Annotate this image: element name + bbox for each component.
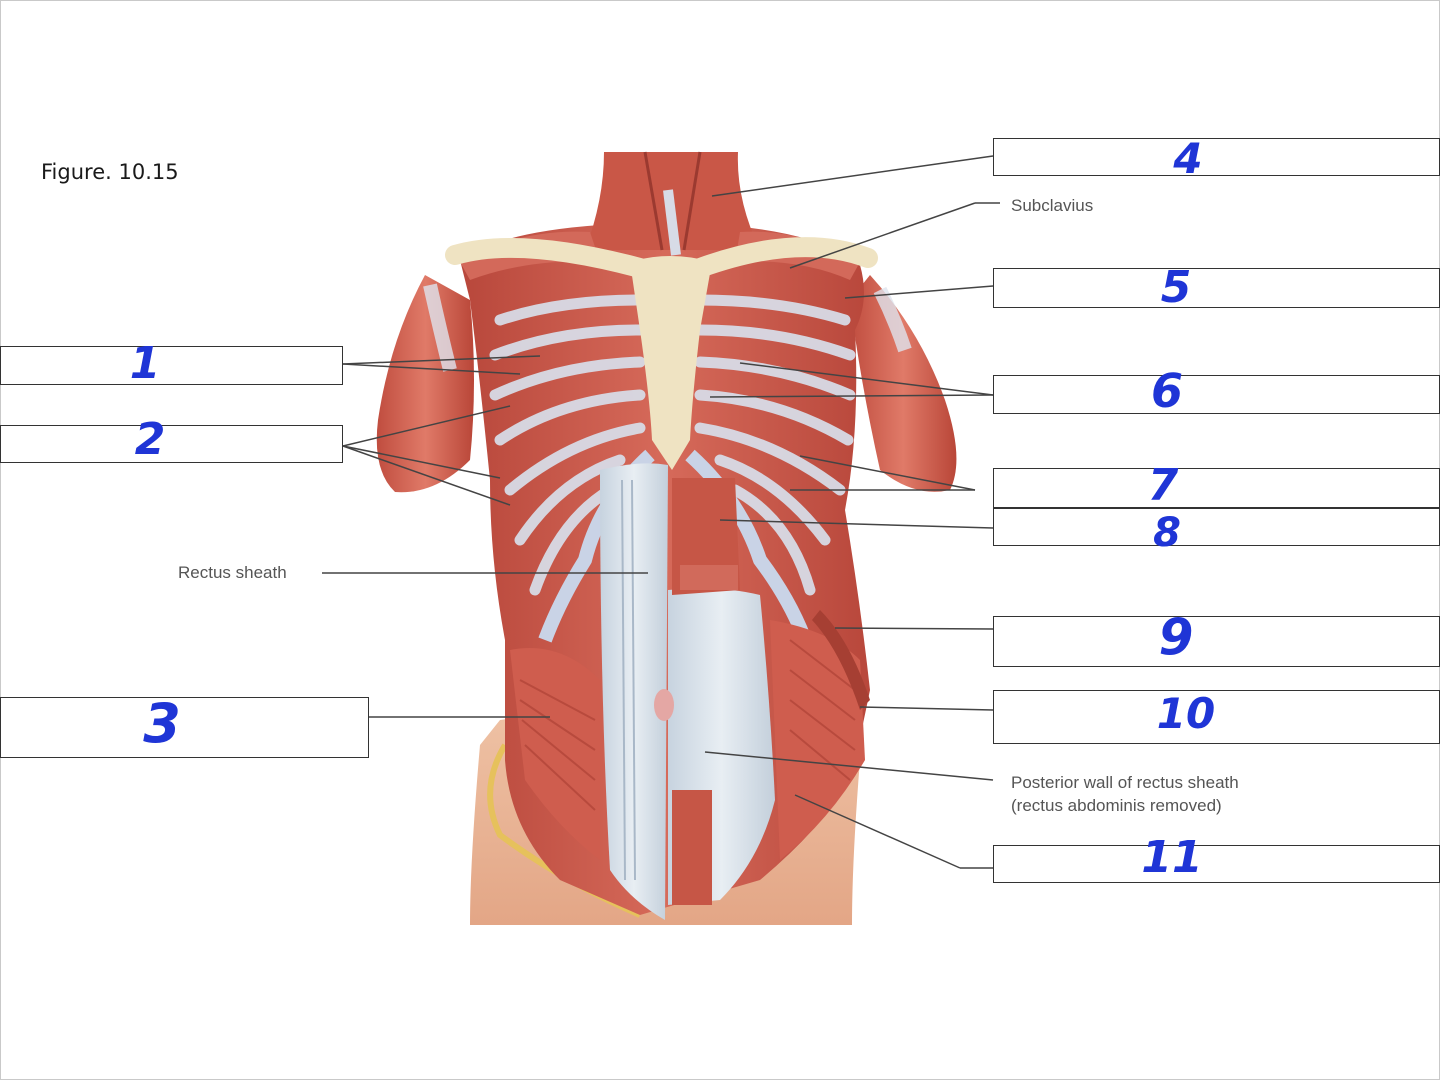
left-clavicle <box>445 237 650 278</box>
answer-number-11: 11 <box>1141 832 1203 883</box>
answer-number-2: 2 <box>134 414 166 465</box>
label-posterior-wall-line1: Posterior wall of rectus sheath <box>1011 773 1239 792</box>
answer-box-3[interactable] <box>0 697 369 758</box>
answer-number-1: 1 <box>129 338 161 389</box>
external-oblique-left <box>510 648 600 860</box>
answer-number-3: 3 <box>143 692 181 755</box>
answer-number-5: 5 <box>1160 262 1192 313</box>
ribs-left <box>489 294 646 596</box>
figure-title: Figure. 10.15 <box>41 160 179 184</box>
answer-number-4: 4 <box>1173 134 1203 183</box>
answer-box-11[interactable] <box>993 845 1440 883</box>
answer-box-10[interactable] <box>993 690 1440 744</box>
answer-box-5[interactable] <box>993 268 1440 308</box>
answer-box-1[interactable] <box>0 346 343 385</box>
answer-number-8: 8 <box>1153 510 1181 556</box>
answer-number-7: 7 <box>1147 460 1179 511</box>
answer-box-4[interactable] <box>993 138 1440 176</box>
answer-box-9[interactable] <box>993 616 1440 667</box>
left-arm <box>376 275 474 493</box>
label-subclavius: Subclavius <box>1011 196 1094 215</box>
answer-number-10: 10 <box>1156 689 1216 738</box>
answer-box-6[interactable] <box>993 375 1440 414</box>
answer-box-2[interactable] <box>0 425 343 463</box>
answer-box-7[interactable] <box>993 468 1440 508</box>
right-clavicle <box>690 237 878 278</box>
leader-lines <box>322 155 1000 869</box>
answer-number-6: 6 <box>1150 364 1183 418</box>
answer-number-9: 9 <box>1158 608 1194 666</box>
label-posterior-wall-line2: (rectus abdominis removed) <box>1011 796 1222 815</box>
sternum <box>630 256 712 470</box>
answer-box-8[interactable] <box>993 508 1440 546</box>
label-rectus-sheath: Rectus sheath <box>178 563 287 582</box>
